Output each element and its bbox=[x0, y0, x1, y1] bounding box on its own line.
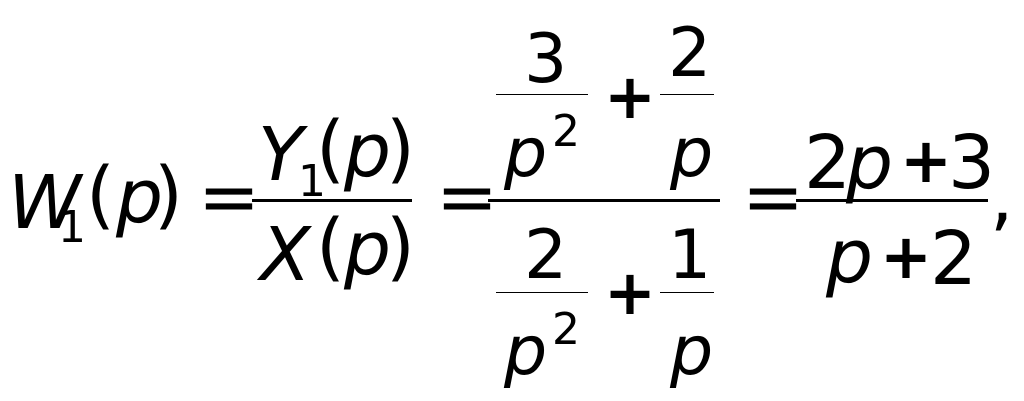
frac3-den-c: 2 bbox=[930, 216, 978, 302]
frac3-num-var: p bbox=[846, 120, 893, 206]
frac3-den-var: p bbox=[826, 214, 873, 300]
equals-3: = bbox=[742, 154, 805, 240]
frac3-num-c1: 2 bbox=[804, 120, 852, 206]
frac1-den-rparen: ) bbox=[386, 204, 415, 290]
frac1-num-lparen: ( bbox=[316, 106, 345, 192]
frac1-num-func: Y bbox=[258, 112, 304, 198]
frac2-den-b-den: p bbox=[670, 312, 714, 391]
frac2-bar bbox=[488, 199, 720, 202]
frac2-den-a-bar bbox=[496, 292, 588, 293]
lhs-lparen: ( bbox=[86, 152, 115, 238]
frac2-den-b-num: 1 bbox=[668, 216, 712, 295]
frac1-num-subscript: 1 bbox=[298, 156, 326, 207]
frac1-bar bbox=[252, 199, 412, 202]
frac2-num-a-num: 3 bbox=[524, 20, 568, 99]
equals-2: = bbox=[436, 154, 499, 240]
frac3-den-op: + bbox=[880, 220, 932, 293]
frac1-num-rparen: ) bbox=[386, 106, 415, 192]
frac2-den-a-num: 2 bbox=[524, 216, 568, 295]
frac3-num-c2: 3 bbox=[948, 120, 996, 206]
lhs-subscript: 1 bbox=[58, 202, 86, 253]
frac1-den-func: X bbox=[260, 212, 311, 298]
frac2-den-a-exp: 2 bbox=[552, 304, 580, 355]
lhs-rparen: ) bbox=[154, 152, 183, 238]
frac2-num-b-den: p bbox=[670, 114, 714, 193]
trailing-comma: , bbox=[990, 154, 1014, 240]
frac2-num-a-bar bbox=[496, 94, 588, 95]
frac2-den-op: + bbox=[604, 256, 656, 329]
equals-1: = bbox=[198, 154, 261, 240]
lhs-func: W bbox=[8, 160, 82, 246]
frac3-bar bbox=[796, 199, 988, 202]
frac2-num-a-den: p bbox=[504, 114, 548, 193]
frac2-num-a-exp: 2 bbox=[552, 106, 580, 157]
lhs-arg: p bbox=[116, 154, 163, 240]
frac2-den-b-bar bbox=[660, 292, 714, 293]
frac1-den-arg: p bbox=[344, 206, 391, 292]
frac2-num-op: + bbox=[604, 60, 656, 133]
frac2-num-b-num: 2 bbox=[668, 14, 712, 93]
frac3-num-op: + bbox=[900, 124, 952, 197]
frac1-den-lparen: ( bbox=[316, 204, 345, 290]
frac1-num-arg: p bbox=[344, 108, 391, 194]
frac2-num-b-bar bbox=[660, 94, 714, 95]
frac2-den-a-den: p bbox=[504, 312, 548, 391]
